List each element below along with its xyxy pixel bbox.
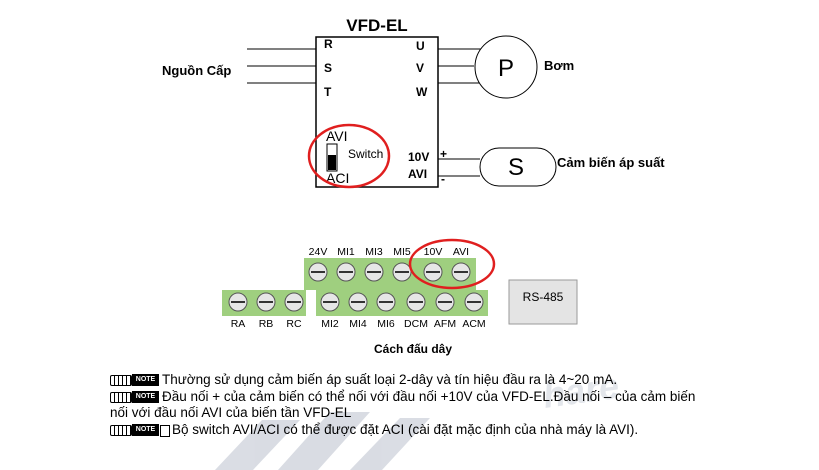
terminal-screw-top-2 <box>336 262 356 282</box>
pump-label: Bơm <box>544 58 574 73</box>
terminal-screw-bottom-4 <box>320 292 340 312</box>
terminal-screw-bottom-5 <box>348 292 368 312</box>
bottom-label-mi6: MI6 <box>377 318 395 330</box>
vfd-title: VFD-EL <box>346 16 407 35</box>
bottom-label-dcm: DCM <box>404 318 428 330</box>
terminal-screw-bottom-6 <box>376 292 396 312</box>
top-label-10v: 10V <box>424 246 443 258</box>
rs485-label: RS-485 <box>523 290 564 304</box>
output-w: W <box>416 85 428 99</box>
bottom-label-rb: RB <box>259 318 274 330</box>
watermark: hare <box>215 365 621 470</box>
bottom-label-rc: RC <box>286 318 302 330</box>
terminal-screw-top-6 <box>451 262 471 282</box>
top-label-24v: 24V <box>309 246 328 258</box>
terminal-screw-bottom-8 <box>435 292 455 312</box>
bottom-row-screws <box>228 292 484 312</box>
terminal-block <box>222 258 488 316</box>
top-label-mi3: MI3 <box>365 246 383 258</box>
switch-lever <box>328 155 336 170</box>
source-wires <box>247 48 316 84</box>
terminal-screw-top-4 <box>392 262 412 282</box>
input-r: R <box>324 37 333 51</box>
diagram-caption: Cách đấu dây <box>374 342 452 356</box>
note-hand-icon: NOTE <box>110 423 170 437</box>
terminal-screw-top-1 <box>308 262 328 282</box>
terminal-screw-bottom-3 <box>284 292 304 312</box>
terminal-block-bottom-right-bg <box>316 290 488 316</box>
terminal-screw-bottom-1 <box>228 292 248 312</box>
pump-motor-circle <box>474 35 538 99</box>
terminal-avi-label: AVI <box>408 167 427 181</box>
switch-aci-label: ACI <box>326 170 349 186</box>
note-hand-icon: NOTE <box>110 390 160 403</box>
bottom-label-ra: RA <box>231 318 246 330</box>
sensor-minus: - <box>441 172 445 186</box>
output-u: U <box>416 39 425 53</box>
bottom-label-afm: AFM <box>434 318 456 330</box>
sensor-body <box>479 147 557 187</box>
bottom-label-mi4: MI4 <box>349 318 367 330</box>
sensor-label: Cảm biến áp suất <box>557 155 665 170</box>
note-text-3: Bộ switch AVI/ACI có thể được đặt ACI (c… <box>172 421 639 437</box>
terminal-screw-top-3 <box>364 262 384 282</box>
output-v: V <box>416 61 424 75</box>
sensor-symbol: S <box>508 154 524 181</box>
top-label-mi1: MI1 <box>337 246 355 258</box>
note-text-1: Thường sử dụng cảm biến áp suất loại 2-d… <box>162 372 618 387</box>
terminal-screw-bottom-7 <box>406 292 426 312</box>
terminal-10v-label: 10V <box>408 150 429 164</box>
bottom-label-acm: ACM <box>462 318 485 330</box>
terminal-block-top-bg <box>304 258 476 290</box>
terminal-screw-bottom-9 <box>464 292 484 312</box>
note-hand-icon: NOTE <box>110 374 160 386</box>
switch-highlight-circle <box>307 123 391 189</box>
note-text-2b: nối với đầu nối AVI của biến tần VFD-EL <box>110 405 352 420</box>
source-label: Nguồn Cấp <box>162 63 231 78</box>
top-label-avi: AVI <box>453 246 469 258</box>
input-t: T <box>324 85 332 99</box>
note-text-2: Đầu nối + của cảm biến có thể nối với đầ… <box>162 388 696 404</box>
terminal-screw-top-5 <box>423 262 443 282</box>
top-row-screws <box>308 262 471 282</box>
sensor-plus: + <box>440 147 447 161</box>
top-label-mi5: MI5 <box>393 246 411 258</box>
bottom-label-mi2: MI2 <box>321 318 339 330</box>
terminal-screw-bottom-2 <box>256 292 276 312</box>
note-2-continued: nối với đầu nối AVI của biến tần VFD-EL <box>110 405 810 422</box>
rs485-port <box>508 279 578 325</box>
switch-avi-label: AVI <box>326 128 348 144</box>
sensor-wires <box>438 158 480 177</box>
terminal-highlight-circle <box>408 238 496 290</box>
switch-label: Switch <box>348 147 383 161</box>
pump-symbol: P <box>498 55 514 82</box>
input-s: S <box>324 61 332 75</box>
